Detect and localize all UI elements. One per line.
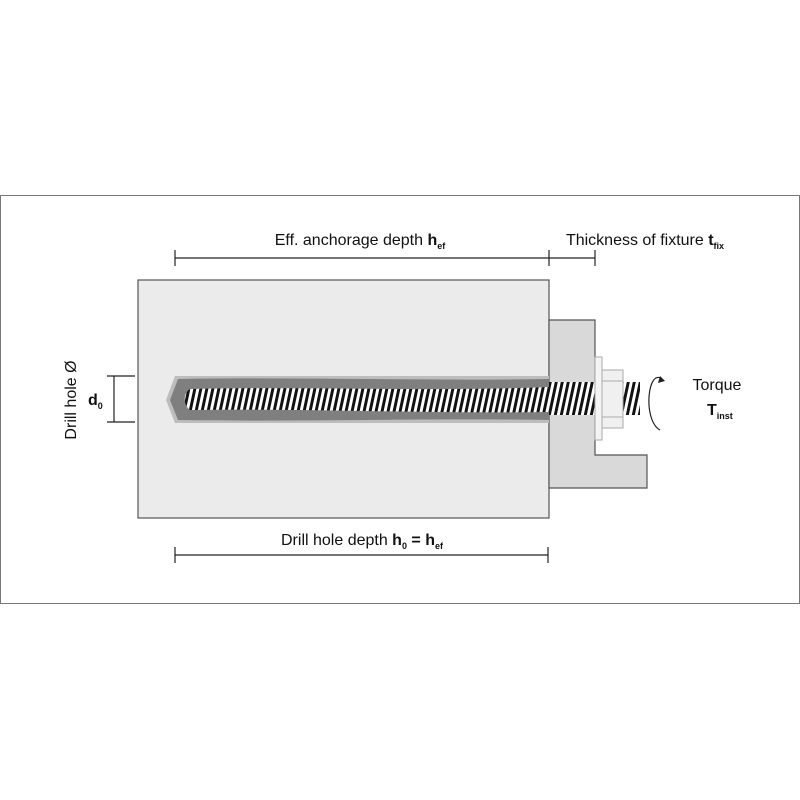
drill-depth-label: Drill hole depth h0 = hef bbox=[281, 532, 444, 551]
nut bbox=[601, 369, 624, 429]
anchorage-depth-label: Eff. anchorage depth hef bbox=[275, 232, 447, 251]
drill-depth-dimension bbox=[174, 547, 549, 563]
torque-symbol: Tinst bbox=[707, 402, 733, 421]
torque-rotation-icon bbox=[648, 376, 665, 431]
fixture-thickness-dimension bbox=[549, 250, 596, 266]
fixture-thickness-label: Thickness of fixture tfix bbox=[566, 232, 724, 251]
washer bbox=[594, 356, 603, 441]
drill-diameter-symbol: d0 bbox=[88, 392, 103, 411]
fixture-plate bbox=[548, 319, 648, 489]
threaded-rod bbox=[184, 387, 549, 413]
torque-label: Torque bbox=[693, 377, 742, 394]
drill-diameter-label: Drill hole Ø bbox=[63, 360, 80, 439]
drill-diameter-dimension bbox=[107, 375, 135, 423]
